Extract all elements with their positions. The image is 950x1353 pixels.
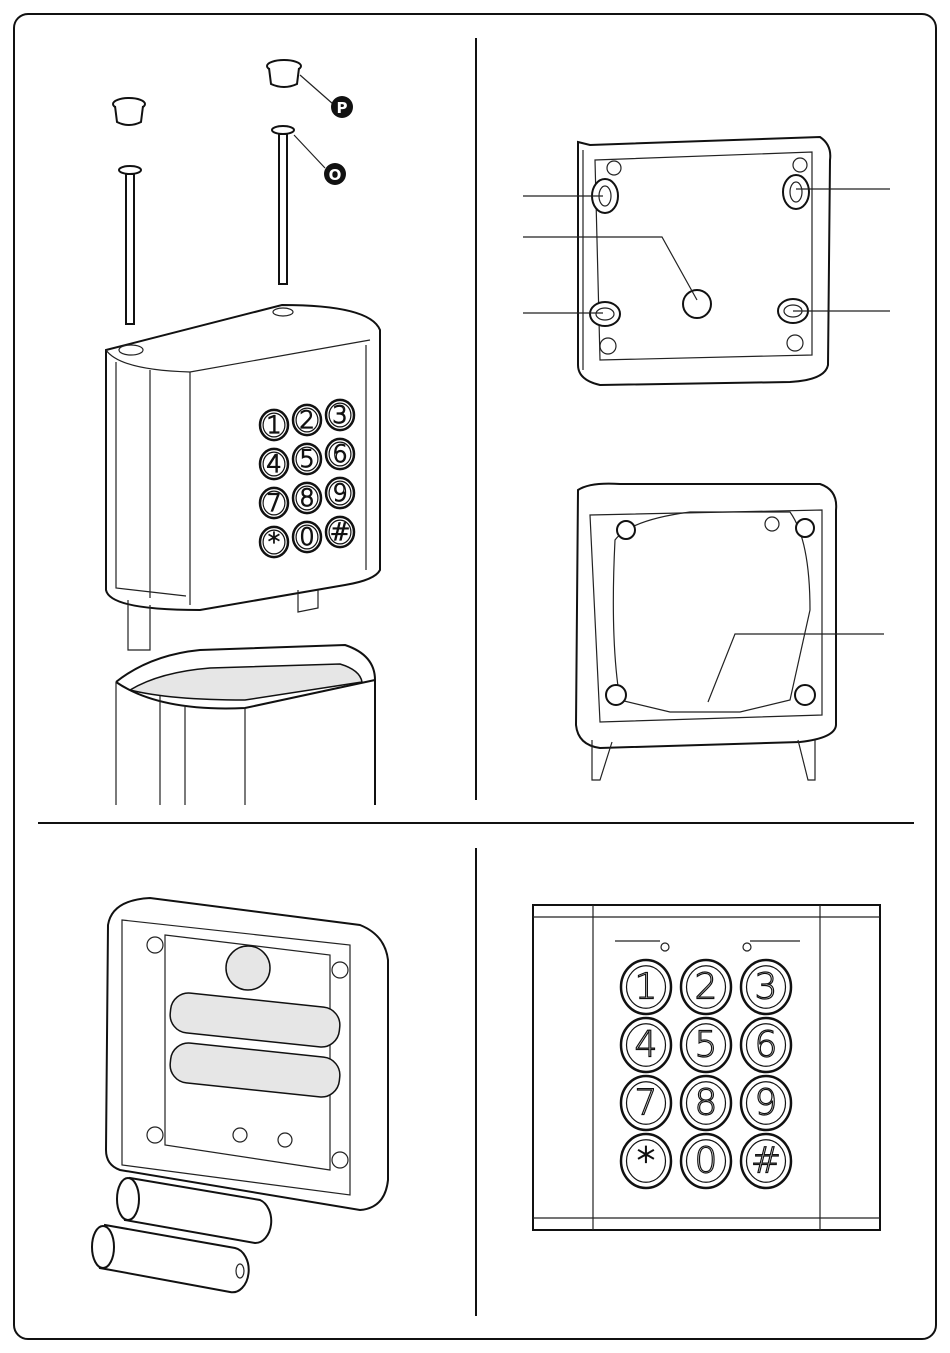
key-label: 3 xyxy=(332,401,347,429)
key-5[interactable]: 5 xyxy=(291,442,323,476)
key-2[interactable]: 2 xyxy=(291,403,323,437)
key-label: 7 xyxy=(266,489,281,517)
key-6[interactable]: 6 xyxy=(324,437,356,471)
key-label: * xyxy=(637,1141,655,1182)
key-label: 5 xyxy=(299,445,314,473)
key-2[interactable]: 2 xyxy=(679,958,733,1016)
key-label: 4 xyxy=(635,1025,658,1066)
screw-left xyxy=(118,165,142,325)
key-hash[interactable]: # xyxy=(739,1132,793,1190)
key-hash[interactable]: # xyxy=(324,515,356,549)
callout-p-label: P xyxy=(337,99,348,117)
key-label: 0 xyxy=(299,523,314,551)
led-left xyxy=(660,942,670,952)
key-star[interactable]: * xyxy=(258,525,290,559)
key-0[interactable]: 0 xyxy=(291,520,323,554)
key-9[interactable]: 9 xyxy=(324,476,356,510)
key-label: 4 xyxy=(266,450,281,478)
battery-slot-top xyxy=(169,992,341,1048)
key-label: # xyxy=(330,518,350,546)
key-1[interactable]: 1 xyxy=(619,958,673,1016)
key-label: 1 xyxy=(266,411,281,439)
callout-o-badge xyxy=(324,163,346,185)
key-4[interactable]: 4 xyxy=(619,1016,673,1074)
key-3[interactable]: 3 xyxy=(739,958,793,1016)
key-6[interactable]: 6 xyxy=(739,1016,793,1074)
key-label: 6 xyxy=(755,1025,778,1066)
key-label: 9 xyxy=(332,479,347,507)
cable-entry-hole xyxy=(682,289,712,319)
back-box-top-figure xyxy=(523,135,890,387)
page-border xyxy=(13,13,937,1340)
leader-line xyxy=(707,633,884,703)
mounting-hole-bottom-left xyxy=(589,301,621,327)
cap-leader-line xyxy=(299,74,334,105)
battery-loose-2 xyxy=(91,1223,250,1294)
key-star[interactable]: * xyxy=(619,1132,673,1190)
battery-loose-1 xyxy=(116,1176,273,1245)
buzzer xyxy=(225,945,271,991)
key-1[interactable]: 1 xyxy=(258,408,290,442)
key-label: 5 xyxy=(695,1025,718,1066)
cap-left xyxy=(112,97,146,126)
key-8[interactable]: 8 xyxy=(679,1074,733,1132)
mounting-hole-top-right xyxy=(782,174,810,210)
key-0[interactable]: 0 xyxy=(679,1132,733,1190)
key-4[interactable]: 4 xyxy=(258,447,290,481)
battery-compartment-figure xyxy=(91,896,389,1294)
callout-p-badge xyxy=(331,96,353,118)
key-7[interactable]: 7 xyxy=(619,1074,673,1132)
key-label: 7 xyxy=(635,1083,658,1124)
led-right xyxy=(742,942,752,952)
key-7[interactable]: 7 xyxy=(258,486,290,520)
key-label: 2 xyxy=(695,967,718,1008)
back-box-bottom-figure xyxy=(574,482,884,781)
screw-leader-line xyxy=(293,134,326,169)
key-label: 6 xyxy=(332,440,347,468)
key-label: 8 xyxy=(695,1083,718,1124)
key-3[interactable]: 3 xyxy=(324,398,356,432)
callout-o-label: O xyxy=(329,166,342,184)
key-label: * xyxy=(268,528,280,556)
key-label: 1 xyxy=(635,967,658,1008)
key-label: 9 xyxy=(755,1083,778,1124)
key-5[interactable]: 5 xyxy=(679,1016,733,1074)
key-label: 2 xyxy=(299,406,314,434)
key-label: 0 xyxy=(695,1141,718,1182)
leader-lines xyxy=(523,188,890,314)
key-label: 3 xyxy=(755,967,778,1008)
battery-slot-bottom xyxy=(169,1042,341,1098)
key-9[interactable]: 9 xyxy=(739,1074,793,1132)
base-housing-3d xyxy=(115,643,376,805)
cap-right xyxy=(266,59,302,88)
key-label: 8 xyxy=(299,484,314,512)
key-8[interactable]: 8 xyxy=(291,481,323,515)
key-label: # xyxy=(751,1141,781,1182)
screw-right xyxy=(271,125,295,285)
